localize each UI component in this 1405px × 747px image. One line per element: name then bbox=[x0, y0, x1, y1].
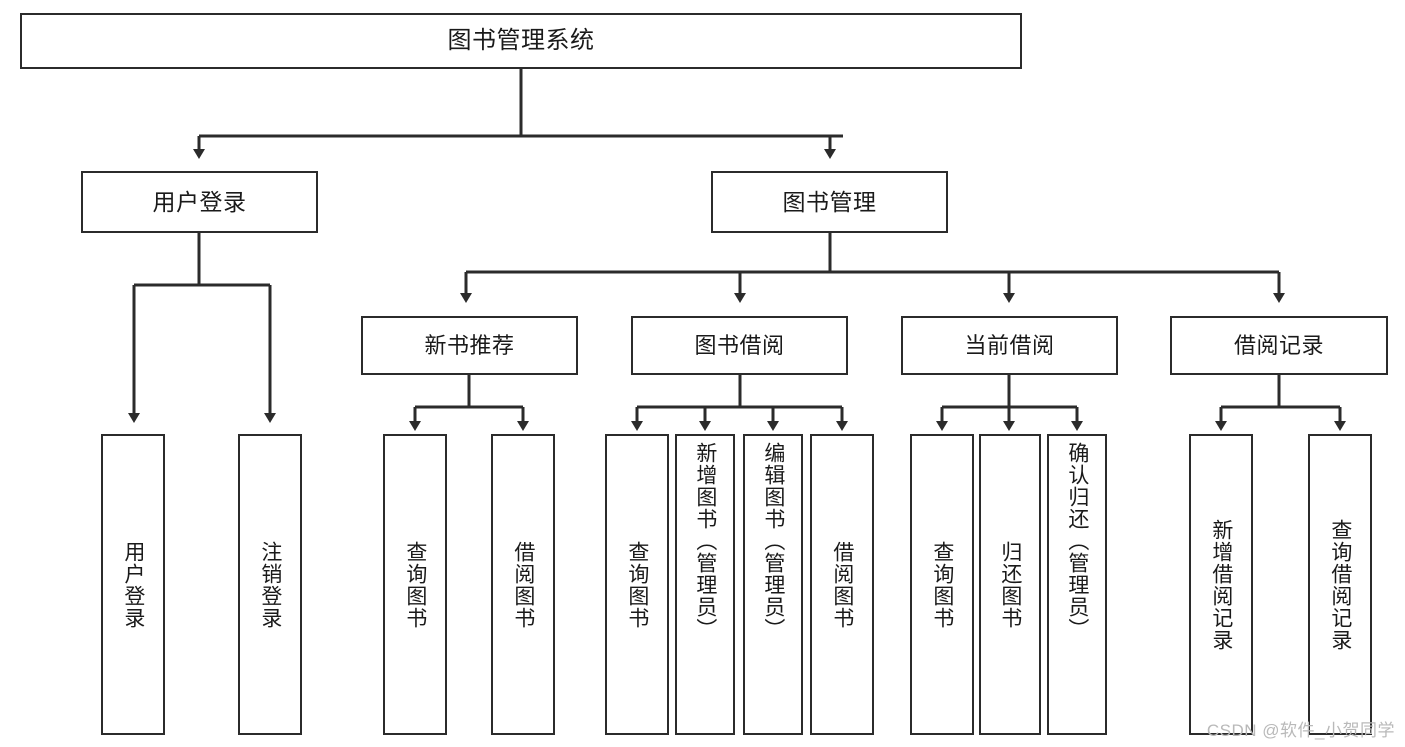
leaf-query-book-cb-label: 查询图书 bbox=[930, 540, 954, 629]
leaf-query-borrow-record[interactable]: 查询借阅记录 bbox=[1308, 434, 1372, 735]
leaf-edit-book-admin[interactable]: 编辑图书（管理员） bbox=[743, 434, 803, 735]
leaf-return-book-label: 归还图书 bbox=[998, 540, 1022, 629]
node-borrow-record[interactable]: 借阅记录 bbox=[1170, 316, 1388, 375]
leaf-borrow-book-nb-label: 借阅图书 bbox=[511, 540, 535, 629]
leaf-query-book-bb-label: 查询图书 bbox=[625, 540, 649, 629]
leaf-add-borrow-record[interactable]: 新增借阅记录 bbox=[1189, 434, 1253, 735]
node-new-book-recommend-label: 新书推荐 bbox=[424, 332, 515, 358]
leaf-borrow-book-bb[interactable]: 借阅图书 bbox=[810, 434, 874, 735]
leaf-query-book-nb[interactable]: 查询图书 bbox=[383, 434, 447, 735]
leaf-add-book-admin-label: 新增图书（管理员） bbox=[693, 442, 717, 640]
node-new-book-recommend[interactable]: 新书推荐 bbox=[361, 316, 578, 375]
node-current-borrow[interactable]: 当前借阅 bbox=[901, 316, 1118, 375]
leaf-user-login[interactable]: 用户登录 bbox=[101, 434, 165, 735]
node-user-login[interactable]: 用户登录 bbox=[81, 171, 318, 233]
leaf-query-book-bb[interactable]: 查询图书 bbox=[605, 434, 669, 735]
node-root-label: 图书管理系统 bbox=[447, 27, 595, 55]
node-book-borrow[interactable]: 图书借阅 bbox=[631, 316, 848, 375]
node-current-borrow-label: 当前借阅 bbox=[964, 332, 1055, 358]
leaf-confirm-return-admin-label: 确认归还（管理员） bbox=[1065, 442, 1089, 640]
leaf-query-book-nb-label: 查询图书 bbox=[403, 540, 427, 629]
leaf-add-book-admin[interactable]: 新增图书（管理员） bbox=[675, 434, 735, 735]
leaf-logout[interactable]: 注销登录 bbox=[238, 434, 302, 735]
leaf-user-login-label: 用户登录 bbox=[121, 540, 145, 629]
leaf-logout-label: 注销登录 bbox=[258, 540, 282, 629]
leaf-return-book[interactable]: 归还图书 bbox=[979, 434, 1041, 735]
node-user-login-label: 用户登录 bbox=[152, 188, 247, 215]
node-borrow-record-label: 借阅记录 bbox=[1233, 332, 1324, 358]
leaf-query-book-cb[interactable]: 查询图书 bbox=[910, 434, 974, 735]
leaf-borrow-book-nb[interactable]: 借阅图书 bbox=[491, 434, 555, 735]
leaf-edit-book-admin-label: 编辑图书（管理员） bbox=[761, 442, 785, 640]
node-book-management-label: 图书管理 bbox=[782, 188, 877, 215]
leaf-borrow-book-bb-label: 借阅图书 bbox=[830, 540, 854, 629]
leaf-query-borrow-record-label: 查询借阅记录 bbox=[1328, 518, 1352, 651]
node-book-management[interactable]: 图书管理 bbox=[711, 171, 948, 233]
node-root-book-management-system[interactable]: 图书管理系统 bbox=[20, 13, 1022, 69]
leaf-add-borrow-record-label: 新增借阅记录 bbox=[1209, 518, 1233, 651]
leaf-confirm-return-admin[interactable]: 确认归还（管理员） bbox=[1047, 434, 1107, 735]
node-book-borrow-label: 图书借阅 bbox=[694, 332, 785, 358]
